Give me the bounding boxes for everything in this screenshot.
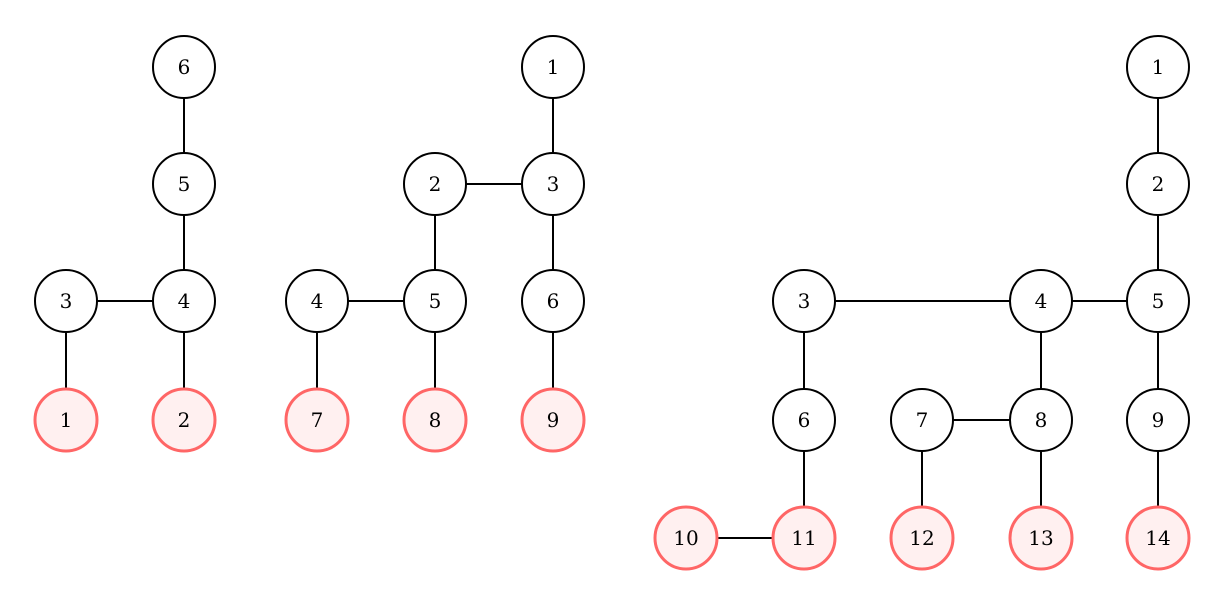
node-label: 6 — [178, 55, 191, 79]
tree-3-node-8: 8 — [1009, 388, 1073, 452]
node-label: 10 — [673, 526, 698, 550]
node-circle — [33, 387, 99, 453]
node-circle — [771, 505, 837, 571]
tree-3-node-9: 9 — [1126, 388, 1190, 452]
tree-3-node-12: 12 — [889, 505, 955, 571]
node-circle — [403, 152, 467, 216]
tree-1-node-1: 1 — [33, 387, 99, 453]
node-circle — [151, 387, 217, 453]
node-circle — [653, 505, 719, 571]
node-circle — [1125, 505, 1191, 571]
node-label: 4 — [178, 289, 191, 313]
tree-3-node-13: 13 — [1008, 505, 1074, 571]
node-label: 4 — [311, 289, 324, 313]
node-circle — [1008, 505, 1074, 571]
node-circle — [521, 152, 585, 216]
tree-3-node-11: 11 — [771, 505, 837, 571]
node-circle — [285, 269, 349, 333]
node-circle — [521, 269, 585, 333]
tree-1-node-3: 3 — [34, 269, 98, 333]
tree-3-node-4: 4 — [1009, 269, 1073, 333]
node-circle — [1126, 269, 1190, 333]
node-label: 1 — [60, 408, 73, 432]
tree-2-node-8: 8 — [402, 387, 468, 453]
node-label: 3 — [60, 289, 73, 313]
node-label: 2 — [1152, 172, 1165, 196]
node-circle — [520, 387, 586, 453]
tree-3-node-14: 14 — [1125, 505, 1191, 571]
tree-1-node-2: 2 — [151, 387, 217, 453]
node-label: 5 — [429, 289, 442, 313]
tree-1-node-5: 5 — [152, 152, 216, 216]
node-circle — [772, 388, 836, 452]
node-label: 7 — [916, 408, 929, 432]
node-label: 1 — [1152, 55, 1165, 79]
node-label: 7 — [311, 408, 324, 432]
node-label: 8 — [429, 408, 442, 432]
tree-2-node-5: 5 — [403, 269, 467, 333]
node-label: 6 — [547, 289, 560, 313]
tree-3-node-1: 1 — [1126, 35, 1190, 99]
tree-3-node-2: 2 — [1126, 152, 1190, 216]
node-circle — [152, 152, 216, 216]
node-label: 5 — [178, 172, 191, 196]
node-label: 14 — [1145, 526, 1170, 550]
tree-2-node-6: 6 — [521, 269, 585, 333]
tree-3-node-5: 5 — [1126, 269, 1190, 333]
node-circle — [1126, 152, 1190, 216]
node-label: 4 — [1035, 289, 1048, 313]
node-circle — [152, 35, 216, 99]
node-circle — [1009, 388, 1073, 452]
node-label: 2 — [178, 408, 191, 432]
tree-1-node-6: 6 — [152, 35, 216, 99]
node-label: 5 — [1152, 289, 1165, 313]
node-label: 13 — [1028, 526, 1053, 550]
tree-2-node-1: 1 — [521, 35, 585, 99]
tree-2-node-3: 3 — [521, 152, 585, 216]
tree-2-node-9: 9 — [520, 387, 586, 453]
tree-3-node-6: 6 — [772, 388, 836, 452]
tree-2-node-7: 7 — [284, 387, 350, 453]
node-label: 3 — [798, 289, 811, 313]
node-circle — [890, 388, 954, 452]
tree-3-node-7: 7 — [890, 388, 954, 452]
node-circle — [152, 269, 216, 333]
node-circle — [772, 269, 836, 333]
node-circle — [521, 35, 585, 99]
node-label: 1 — [547, 55, 560, 79]
node-label: 9 — [547, 408, 560, 432]
node-label: 8 — [1035, 408, 1048, 432]
node-label: 6 — [798, 408, 811, 432]
edges — [65, 67, 1159, 539]
node-circle — [889, 505, 955, 571]
node-circle — [284, 387, 350, 453]
node-label: 3 — [547, 172, 560, 196]
node-label: 9 — [1152, 408, 1165, 432]
node-circle — [34, 269, 98, 333]
tree-2-node-4: 4 — [285, 269, 349, 333]
tree-3-node-3: 3 — [772, 269, 836, 333]
tree-3-node-10: 10 — [653, 505, 719, 571]
tree-2-node-2: 2 — [403, 152, 467, 216]
node-label: 12 — [909, 526, 934, 550]
node-circle — [403, 269, 467, 333]
node-circle — [1126, 35, 1190, 99]
node-circle — [1009, 269, 1073, 333]
tree-1-node-4: 4 — [152, 269, 216, 333]
node-label: 2 — [429, 172, 442, 196]
node-label: 11 — [791, 526, 816, 550]
node-circle — [402, 387, 468, 453]
node-circle — [1126, 388, 1190, 452]
